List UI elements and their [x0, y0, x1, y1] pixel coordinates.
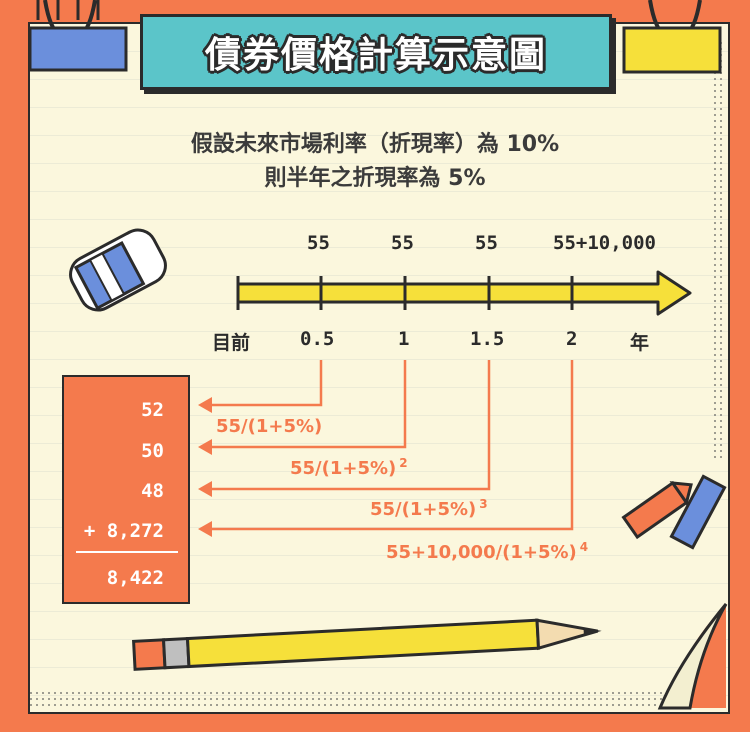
cash-flow-1: 55 [391, 232, 414, 254]
cash-flow-2: 55+10,000 [553, 232, 656, 254]
eraser-icon [69, 228, 167, 312]
subtitle-line-1: 假設未來市場利率（折現率）為 10% [190, 132, 560, 157]
dot-pattern-bottom [28, 690, 688, 708]
discount-arrow-2 [206, 360, 407, 449]
formula-2-text: 55/(1+5%) [290, 458, 397, 479]
bond-price-total: 8,422 [106, 567, 164, 589]
present-value-2: 50 [141, 440, 164, 462]
crayon-orange-icon [621, 480, 693, 540]
page-curl-icon [657, 603, 728, 710]
formula-3: 55/(1+5%)3 [370, 497, 488, 520]
tick-label-2: 2 [566, 328, 578, 350]
cash-flow-1.5: 55 [475, 232, 498, 254]
arrowhead-3 [198, 481, 212, 497]
arrowhead-4 [198, 521, 212, 537]
formula-4-exponent: 4 [579, 540, 589, 554]
present-value-1: 52 [141, 399, 164, 421]
discount-arrow-1 [206, 360, 323, 407]
discount-arrow-4 [206, 360, 574, 531]
present-value-box: 52 50 48 + 8,272 8,422 [62, 375, 190, 604]
page-title: 債券價格計算示意圖 [204, 35, 547, 76]
timeline-arrow [236, 270, 692, 316]
yellow-binder-clip-icon [622, 0, 722, 74]
tick-label-1.5: 1.5 [470, 328, 505, 350]
formula-2: 55/(1+5%)2 [290, 456, 408, 479]
title-banner: 債券價格計算示意圖 [140, 14, 612, 90]
present-value-4: + 8,272 [83, 520, 164, 542]
blue-binder-clip-icon [28, 0, 128, 72]
formula-4: 55+10,000/(1+5%)4 [386, 540, 588, 563]
cash-flow-0.5: 55 [307, 232, 330, 254]
discount-arrow-3 [206, 360, 491, 491]
tick-label-1: 1 [398, 328, 410, 350]
formula-1-text: 55/(1+5%) [216, 416, 323, 437]
timeline-start-label: 目前 [212, 332, 251, 354]
present-value-3: 48 [141, 480, 164, 502]
tick-label-0.5: 0.5 [300, 328, 335, 350]
dot-pattern-right [712, 40, 724, 460]
arrowhead-2 [198, 439, 212, 455]
crayon-blue-icon [669, 474, 727, 550]
pencil-icon [132, 618, 602, 671]
arrowhead-1 [198, 397, 212, 413]
formula-1: 55/(1+5%) [216, 414, 325, 437]
timeline-unit-label: 年 [630, 332, 650, 354]
formula-3-exponent: 3 [479, 497, 488, 511]
sum-divider [76, 551, 178, 553]
subtitle-line-2: 則半年之折現率為 5% [264, 166, 486, 191]
formula-4-text: 55+10,000/(1+5%) [386, 542, 577, 563]
formula-2-exponent: 2 [399, 456, 408, 470]
formula-3-text: 55/(1+5%) [370, 499, 477, 520]
